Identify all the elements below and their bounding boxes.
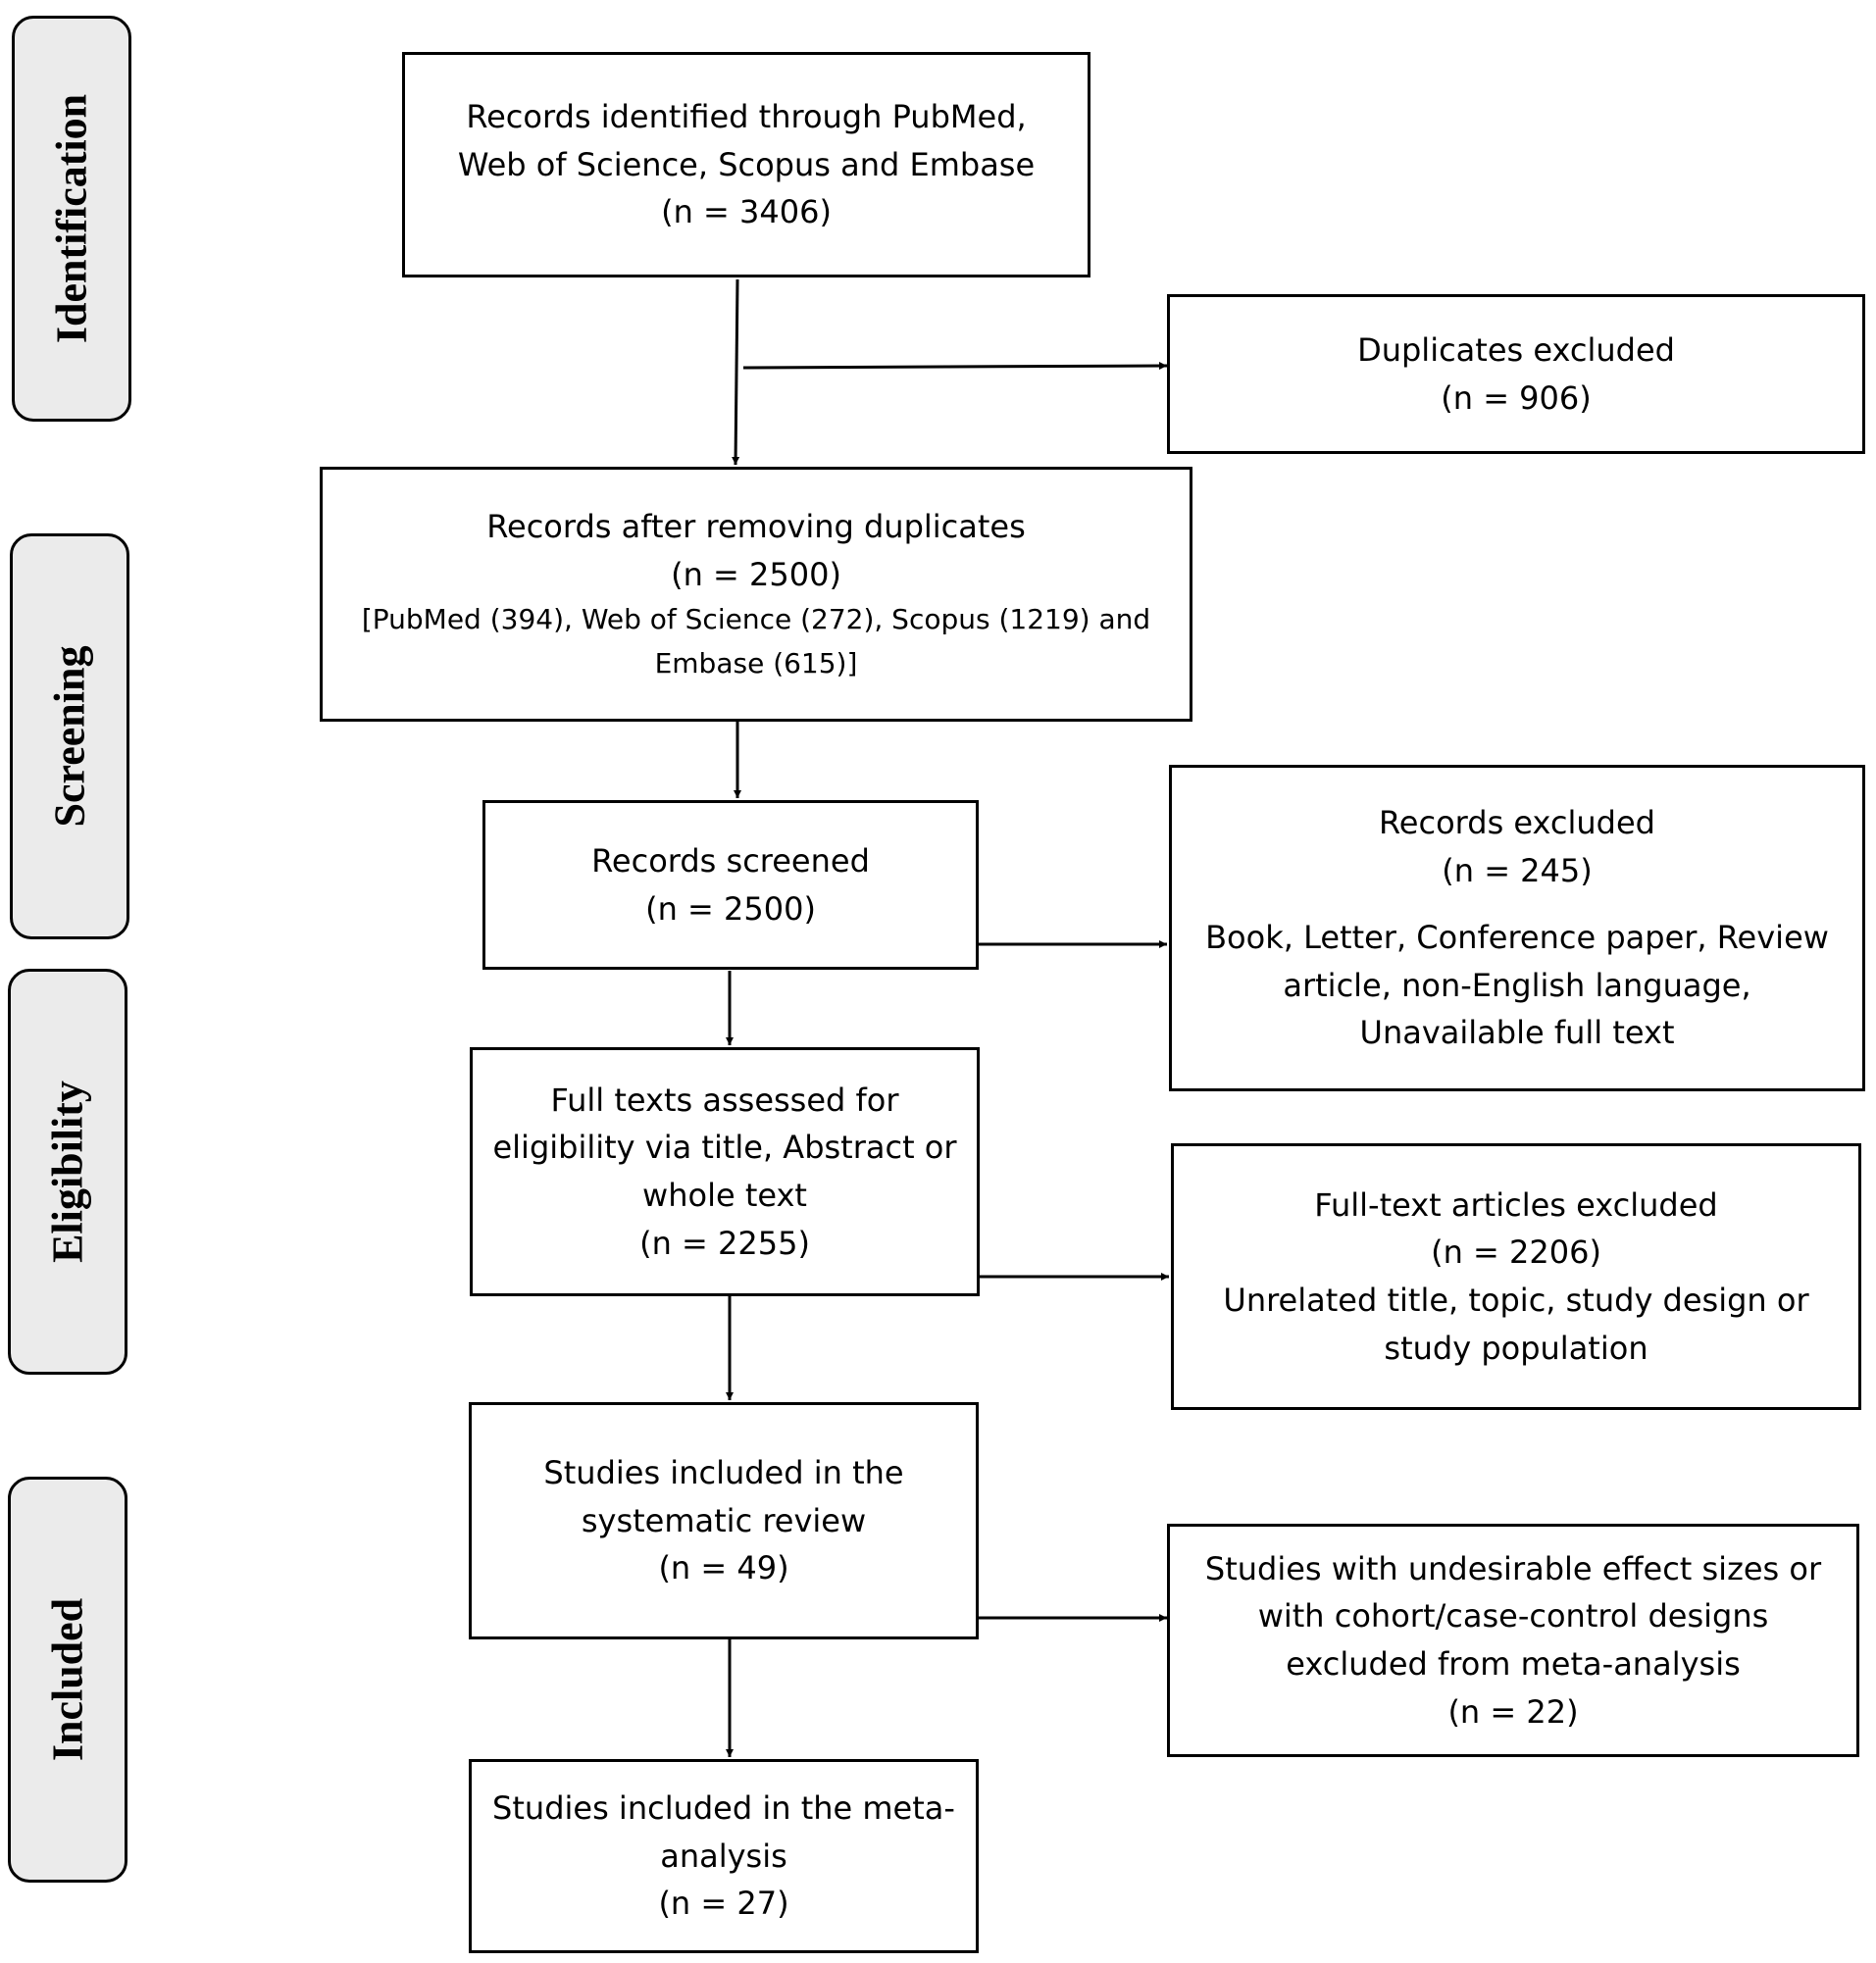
arrow-identified-to-after-duplicates bbox=[732, 278, 740, 466]
fulltext-excluded-box: Full-text articles excluded (n = 2206) U… bbox=[1171, 1143, 1861, 1410]
phase-included: Included bbox=[8, 1477, 127, 1883]
phase-identification: Identification bbox=[12, 16, 131, 422]
screened-count: (n = 2500) bbox=[645, 889, 816, 928]
records-excluded-reason-line3: Unavailable full text bbox=[1359, 1014, 1675, 1052]
records-excluded-reason-line1: Book, Letter, Conference paper, Review bbox=[1205, 919, 1829, 957]
full-texts-line3: whole text bbox=[642, 1177, 807, 1214]
records-excluded-box: Records excluded (n = 245) Book, Letter,… bbox=[1169, 765, 1865, 1091]
fulltext-excluded-reason-line2: study population bbox=[1384, 1329, 1648, 1367]
meta-analysis-line2: analysis bbox=[660, 1837, 787, 1875]
full-texts-line2: eligibility via title, Abstract or bbox=[492, 1129, 957, 1167]
systematic-review-count: (n = 49) bbox=[658, 1549, 789, 1587]
meta-analysis-line1: Studies included in the meta- bbox=[492, 1789, 955, 1828]
arrow-to-duplicates-excluded bbox=[742, 362, 1168, 371]
screened-box: Records screened (n = 2500) bbox=[482, 800, 979, 970]
after-duplicates-label: Records after removing duplicates bbox=[486, 508, 1026, 546]
meta-excluded-count: (n = 22) bbox=[1447, 1692, 1579, 1731]
records-excluded-count: (n = 245) bbox=[1442, 851, 1593, 889]
meta-excluded-line2: with cohort/case-control designs bbox=[1257, 1597, 1769, 1636]
after-duplicates-breakdown-line1: [PubMed (394), Web of Science (272), Sco… bbox=[361, 603, 1151, 636]
identified-line2: Web of Science, Scopus and Embase bbox=[457, 145, 1036, 183]
duplicates-excluded-box: Duplicates excluded (n = 906) bbox=[1167, 294, 1865, 454]
meta-analysis-box: Studies included in the meta- analysis (… bbox=[469, 1759, 979, 1953]
after-duplicates-breakdown-line2: Embase (615)] bbox=[654, 646, 858, 680]
meta-excluded-box: Studies with undesirable effect sizes or… bbox=[1167, 1524, 1859, 1757]
full-texts-box: Full texts assessed for eligibility via … bbox=[470, 1047, 980, 1296]
identified-line1: Records identified through PubMed, bbox=[466, 98, 1027, 136]
identified-box: Records identified through PubMed, Web o… bbox=[402, 52, 1090, 277]
after-duplicates-count: (n = 2500) bbox=[671, 555, 841, 593]
meta-excluded-line1: Studies with undesirable effect sizes or bbox=[1204, 1549, 1822, 1587]
records-excluded-reason-line2: article, non-English language, bbox=[1283, 966, 1751, 1004]
duplicates-excluded-count: (n = 906) bbox=[1441, 378, 1592, 417]
duplicates-excluded-label: Duplicates excluded bbox=[1357, 330, 1675, 369]
fulltext-excluded-label: Full-text articles excluded bbox=[1314, 1185, 1718, 1224]
full-texts-line1: Full texts assessed for bbox=[550, 1081, 899, 1119]
systematic-review-box: Studies included in the systematic revie… bbox=[469, 1402, 979, 1639]
systematic-review-line2: systematic review bbox=[581, 1501, 867, 1539]
identified-count: (n = 3406) bbox=[661, 193, 832, 231]
meta-analysis-count: (n = 27) bbox=[658, 1885, 789, 1923]
fulltext-excluded-reason-line1: Unrelated title, topic, study design or bbox=[1223, 1282, 1809, 1319]
fulltext-excluded-count: (n = 2206) bbox=[1431, 1233, 1601, 1272]
full-texts-count: (n = 2255) bbox=[639, 1224, 810, 1262]
after-duplicates-box: Records after removing duplicates (n = 2… bbox=[320, 467, 1192, 722]
phase-eligibility: Eligibility bbox=[8, 969, 127, 1375]
meta-excluded-line3: excluded from meta-analysis bbox=[1286, 1645, 1741, 1683]
screened-label: Records screened bbox=[591, 841, 870, 880]
records-excluded-label: Records excluded bbox=[1379, 803, 1655, 841]
phase-screening: Screening bbox=[10, 533, 129, 939]
systematic-review-line1: Studies included in the bbox=[543, 1454, 904, 1492]
